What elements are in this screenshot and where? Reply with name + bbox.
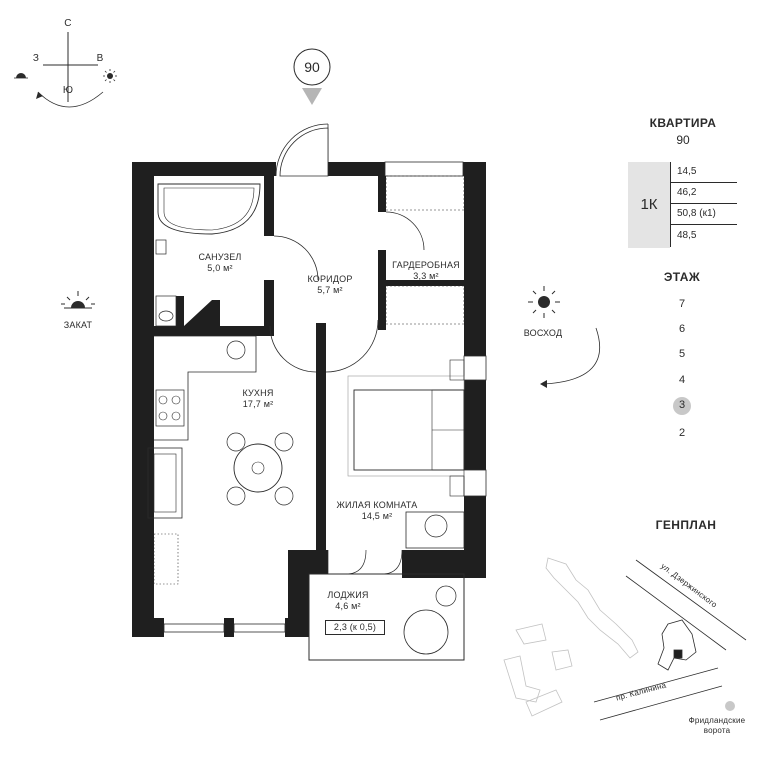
floor-item-4[interactable]: 4 bbox=[678, 374, 686, 386]
landmark-friedland-gate: Фридландские ворота bbox=[688, 716, 746, 735]
apartment-info: КВАРТИРА 90 1К 14,5 46,2 50,8 (к1) 48,5 bbox=[628, 116, 738, 256]
floor-item-2[interactable]: 2 bbox=[678, 427, 686, 439]
room-wardrobe-label: ГАРДЕРОБНАЯ 3,3 м² bbox=[382, 260, 470, 282]
sunrise-label: ВОСХОД bbox=[523, 328, 563, 338]
sunset-icon bbox=[61, 291, 95, 309]
genplan: ГЕНПЛАН ул. Дзержинского пр. Калинина Фр… bbox=[496, 518, 758, 750]
apartment-table: 1К 14,5 46,2 50,8 (к1) 48,5 bbox=[628, 162, 738, 248]
compass-rose-icon bbox=[14, 32, 117, 108]
apartment-title: КВАРТИРА bbox=[649, 116, 717, 130]
floor-plan: САНУЗЕЛ 5,0 м² КОРИДОР 5,7 м² ГАРДЕРОБНА… bbox=[120, 100, 500, 670]
entrance-number: 90 bbox=[304, 59, 320, 75]
room-corridor-label: КОРИДОР 5,7 м² bbox=[290, 274, 370, 296]
floor-plan-drawing bbox=[132, 123, 487, 661]
apartment-number: 90 bbox=[676, 133, 690, 147]
room-living-name: ЖИЛАЯ КОМНАТА bbox=[336, 500, 418, 510]
area-row-3: 50,8 (к1) bbox=[670, 204, 737, 225]
room-living-label: ЖИЛАЯ КОМНАТА 14,5 м² bbox=[326, 500, 428, 522]
apartment-type: 1К bbox=[628, 162, 670, 248]
compass-south: Ю bbox=[62, 85, 74, 96]
area-row-2: 46,2 bbox=[670, 183, 737, 204]
floor-item-6[interactable]: 6 bbox=[678, 323, 686, 335]
room-loggia-label: ЛОДЖИЯ 4,6 м² bbox=[318, 590, 378, 612]
compass: С З В Ю bbox=[10, 10, 130, 120]
sunset-label: ЗАКАТ bbox=[63, 320, 93, 330]
sunset-indicator: ЗАКАТ bbox=[48, 288, 108, 338]
room-bathroom-area: 5,0 м² bbox=[207, 263, 233, 273]
floor-item-7[interactable]: 7 bbox=[678, 298, 686, 310]
location-pin-icon bbox=[293, 48, 331, 105]
area-row-1: 14,5 bbox=[670, 162, 737, 183]
room-wardrobe-name: ГАРДЕРОБНАЯ bbox=[392, 260, 460, 270]
room-kitchen-label: КУХНЯ 17,7 м² bbox=[218, 388, 298, 410]
room-loggia-name: ЛОДЖИЯ bbox=[327, 590, 369, 600]
genplan-map bbox=[503, 557, 747, 721]
floor-title: ЭТАЖ bbox=[663, 270, 701, 284]
room-living-area: 14,5 м² bbox=[361, 511, 393, 521]
compass-east: В bbox=[96, 53, 104, 64]
room-bathroom-label: САНУЗЕЛ 5,0 м² bbox=[180, 252, 260, 274]
sunrise-icon bbox=[528, 286, 560, 318]
room-kitchen-name: КУХНЯ bbox=[242, 388, 274, 398]
floor-selector: ЭТАЖ 7 6 5 4 3 2 bbox=[640, 270, 724, 450]
room-wardrobe-area: 3,3 м² bbox=[413, 271, 439, 281]
compass-north: С bbox=[64, 18, 72, 29]
genplan-title: ГЕНПЛАН bbox=[655, 518, 717, 532]
floor-item-3-selected[interactable]: 3 bbox=[673, 397, 691, 415]
entrance-marker: 90 bbox=[290, 45, 334, 110]
floor-item-3-label: 3 bbox=[678, 399, 686, 411]
room-bathroom-name: САНУЗЕЛ bbox=[198, 252, 242, 262]
room-corridor-area: 5,7 м² bbox=[317, 285, 343, 295]
sunrise-indicator: ВОСХОД bbox=[510, 282, 610, 394]
area-row-4: 48,5 bbox=[670, 225, 737, 247]
room-corridor-name: КОРИДОР bbox=[307, 274, 353, 284]
loggia-reduced-area: 2,3 (к 0,5) bbox=[325, 620, 385, 635]
compass-west: З bbox=[32, 53, 40, 64]
room-kitchen-area: 17,7 м² bbox=[242, 399, 274, 409]
room-loggia-area: 4,6 м² bbox=[335, 601, 361, 611]
sunrise-arrow-icon bbox=[540, 327, 601, 388]
floor-item-5[interactable]: 5 bbox=[678, 348, 686, 360]
